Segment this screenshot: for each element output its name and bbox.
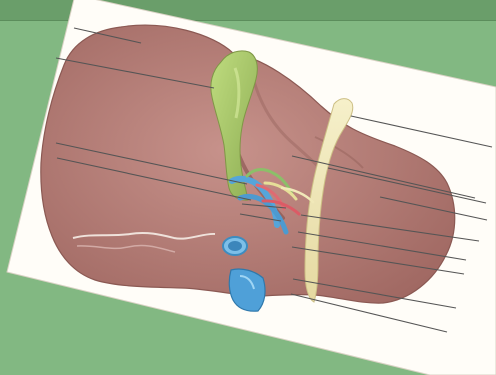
liver-illustration	[0, 0, 496, 375]
